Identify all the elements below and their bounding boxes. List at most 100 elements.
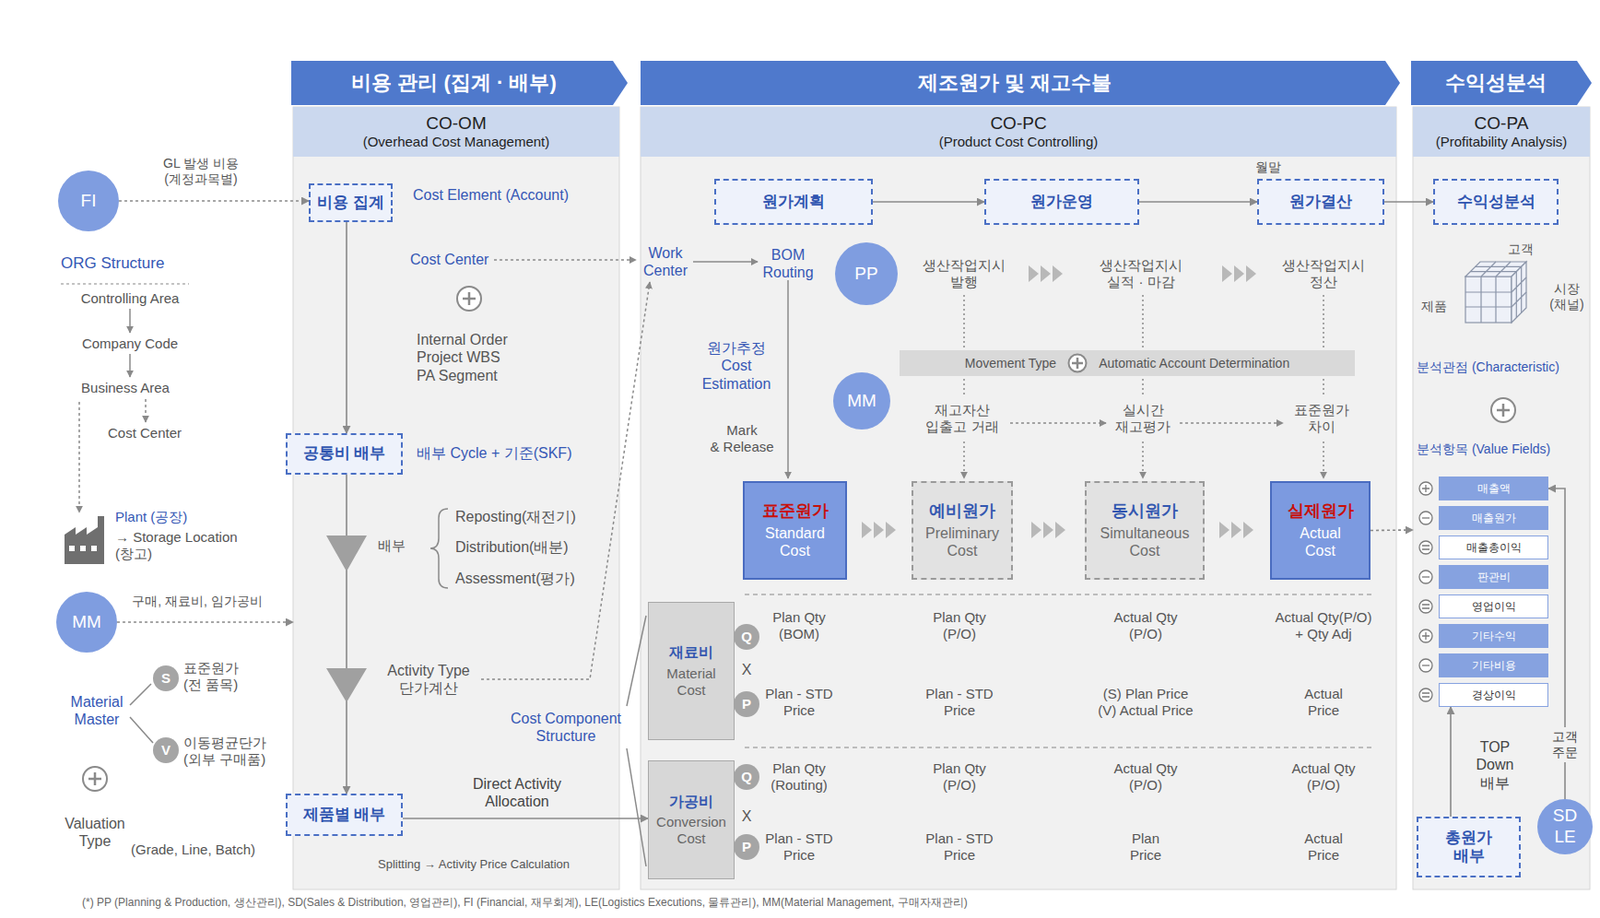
title-band: 제조원가 및 재고수불 [640,60,1400,106]
label: 생산작업지시 발행 [922,257,1006,291]
label-text: (S) Plan Price (V) Actual Price [1097,685,1193,719]
node-text: Q [741,768,753,786]
text-line: TOP [1476,738,1515,756]
label-text: 생산작업지시 발행 [922,257,1006,291]
value-field-signs [1419,482,1433,702]
label-text: Activity Type 단가계산 [387,661,471,697]
node-text: CO-PC [989,113,1047,135]
cost-box: 예비원가Preliminary Cost [911,481,1013,580]
label-text: Distribution(배분) [455,538,569,556]
label-text: Actual Price [1304,685,1343,719]
node-text: 비용 집계 [317,193,385,212]
label: Company Code [82,335,178,353]
text-line: Actual [1304,830,1343,848]
node-text: (Overhead Cost Management) [363,133,551,151]
label-text: Cost Component Structure [510,709,622,745]
plus-circle [1069,354,1087,373]
text-line: Structure [510,727,622,745]
label: 표준원가 차이 [1294,401,1350,436]
label: Internal Order Project WBS PA Segment [416,330,508,385]
node-text: MM [847,390,877,412]
text-line: (채널) [1549,296,1584,313]
label-text: Plan Qty (BOM) [772,609,826,643]
text-line: GL 발생 비용 [163,155,239,172]
label: Plan Qty (P/O) [932,609,987,643]
plus-symbols [82,286,1516,791]
text-line: Plan Qty [770,760,828,777]
text-line: (P/O) [932,625,987,643]
label-text: Plan - STD Price [764,830,833,864]
text-line: Plan Qty [932,760,987,777]
caption-text: (*) PP (Planning & Production, 생산관리), SD… [82,895,968,909]
text-line: Cost [925,541,1000,560]
cost-box: 동시원가Simultaneous Cost [1084,481,1205,580]
value-field: 영업이익 [1438,594,1549,619]
text-line: (계정과목별) [163,171,239,188]
node-text: P [741,838,752,856]
panel-ground [1412,106,1590,890]
node-text: 총원가 배부 [1445,828,1493,867]
text-line: (P/O) [1113,776,1177,794]
label: Plan - STD Price [764,830,833,864]
label-text: Cost Center [410,250,489,269]
text-line: 생산작업지시 [1282,257,1365,274]
letter-circle: P [733,691,760,718]
text-line: Price [1129,847,1162,864]
panel-header: CO-PC(Product Cost Controlling) [640,106,1397,157]
text-line: Routing [762,263,813,282]
node-text: Movement Type [964,355,1057,372]
value-field: 매출원가 [1438,505,1549,530]
node-text: 매출원가 [1471,511,1517,525]
label-text: Valuation Type [64,814,126,850]
text-line: (P/O) [1113,625,1177,643]
text-line: LE [1552,826,1577,848]
label-text: Plan Price [1129,830,1162,864]
label-text: Plan - STD Price [764,685,833,719]
label-text: 이동평균단가 (외부 구매품) [183,734,267,768]
node-text: S [161,670,171,687]
label: Reposting(재전기) [455,507,577,526]
text-line: Cost Component [510,709,622,728]
node-text: SD LE [1552,805,1577,848]
node-text: 원가결산 [1289,192,1353,212]
text-line: Price [764,702,833,719]
text-line: & Release [709,438,774,456]
label: Cost Center [410,250,489,269]
text-line: 이동평균단가 [183,734,267,752]
text-line: (외부 구매품) [183,751,267,768]
node-text: (Profitability Analysis) [1435,133,1568,151]
node-text: Simultaneous Cost [1100,524,1190,560]
text-line: → Storage Location [115,529,238,546]
node-text: 가공비 [669,792,714,811]
label: BOM Routing [762,246,813,282]
label-text: 고객 [1507,241,1534,258]
text-line: 실적 · 마감 [1099,273,1183,291]
text-line: Internal Order [416,330,508,349]
label-text: Cost Center [107,424,182,442]
text-line: 정산 [1282,273,1365,291]
text-line: BOM [762,246,813,264]
node-text: Standard Cost [764,524,825,560]
label-text: 실시간 재고평가 [1115,401,1171,436]
node-text: 동시원가 [1111,501,1178,522]
text-line: Standard [764,524,825,542]
value-field: 기타수익 [1438,623,1549,648]
text-line: Cost [764,541,825,560]
edge-label-text: 고객 주문 [1552,729,1578,761]
label: 이동평균단가 (외부 구매품) [183,734,267,768]
text-line: (V) Actual Price [1097,702,1193,719]
node-text: Actual Cost [1299,524,1341,560]
label: Work Center [643,244,688,280]
label-text: Work Center [643,244,688,280]
text-line: Preliminary [925,524,1000,542]
text-line: (BOM) [772,625,826,643]
step-box: 총원가 배부 [1416,816,1521,878]
label-text: Business Area [81,379,170,397]
label-text: Plant (공장) [115,508,188,526]
connector [345,474,348,794]
label: 배부 [377,537,406,554]
text-line: (창고) [115,545,238,563]
node-text: 영업이익 [1471,600,1517,613]
text-line: Actual Qty [1291,760,1355,777]
component-box: 가공비Conversion Cost [647,760,735,880]
